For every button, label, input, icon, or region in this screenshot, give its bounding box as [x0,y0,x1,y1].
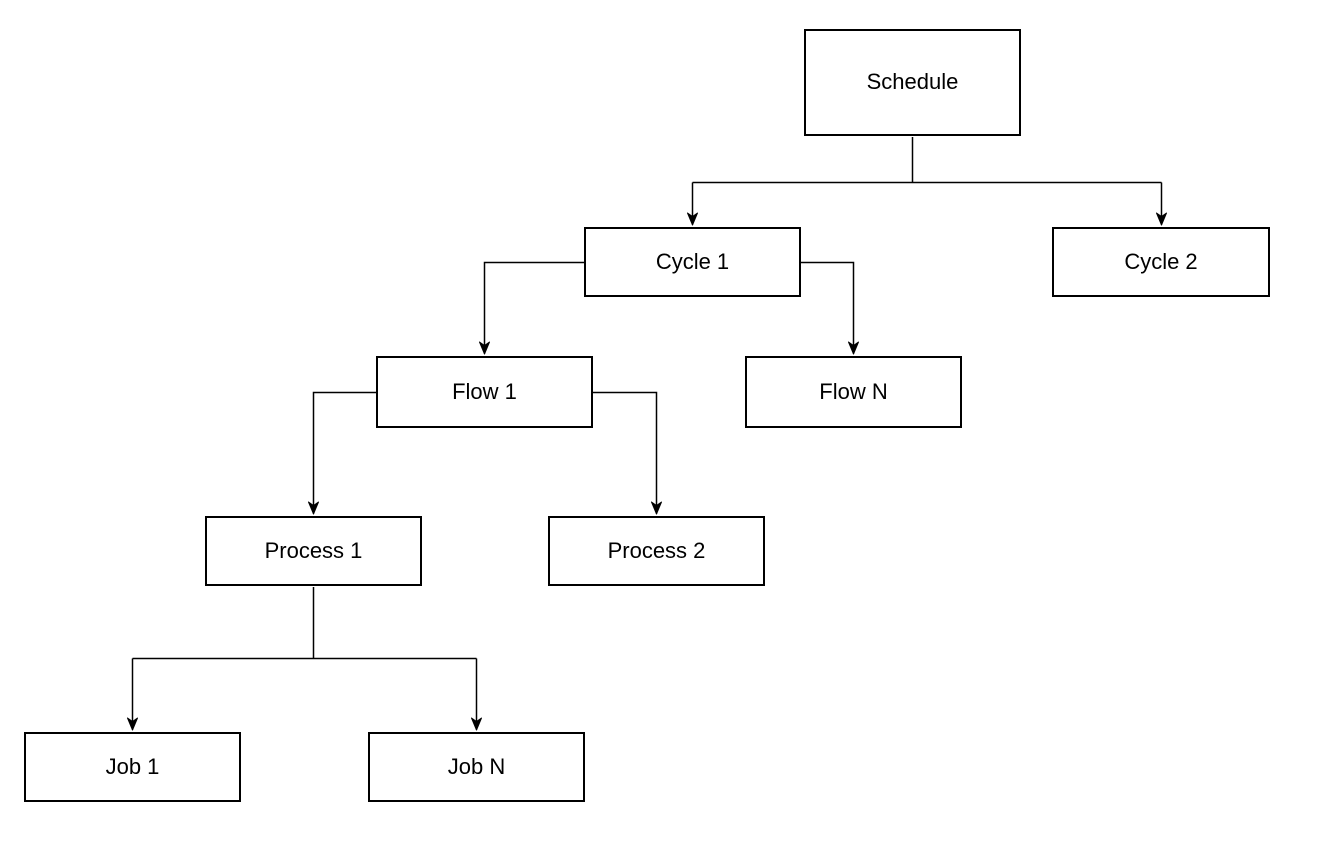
node-process-2[interactable]: Process 2 [548,516,765,586]
node-flow-1[interactable]: Flow 1 [376,356,593,428]
node-process-1[interactable]: Process 1 [205,516,422,586]
node-cycle-2-label: Cycle 2 [1124,248,1198,274]
node-flow-n[interactable]: Flow N [745,356,962,428]
node-schedule-label: Schedule [866,69,959,95]
node-job-n[interactable]: Job N [368,732,585,802]
connector-flow1-process1 [308,391,376,515]
connector-process1-bus [132,587,477,660]
node-cycle-1[interactable]: Cycle 1 [584,227,801,297]
connector-cycle1-flowN [801,261,859,355]
node-cycle-1-label: Cycle 1 [655,248,730,274]
node-flow-n-label: Flow N [819,378,888,404]
node-process-2-label: Process 2 [607,537,706,563]
node-process-1-label: Process 1 [264,537,363,563]
connector-schedule-bus [692,137,1162,184]
node-flow-1-label: Flow 1 [452,378,517,404]
node-job-n-label: Job N [447,753,506,779]
node-schedule[interactable]: Schedule [804,29,1021,136]
node-job-1-label: Job 1 [105,753,160,779]
connector-cycle1-flow1 [479,261,584,355]
node-job-1[interactable]: Job 1 [24,732,241,802]
connector-flow1-process2 [593,391,662,515]
node-cycle-2[interactable]: Cycle 2 [1052,227,1270,297]
